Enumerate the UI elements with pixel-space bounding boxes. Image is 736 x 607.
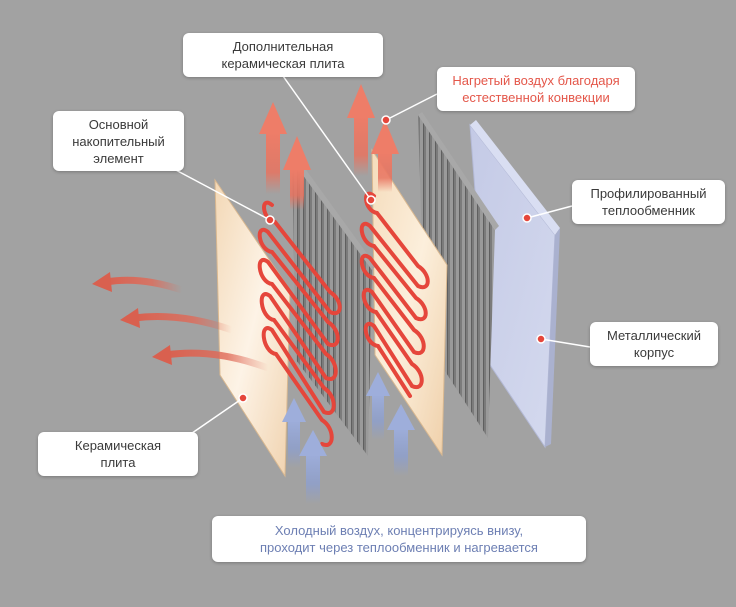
label-heat-exchanger: Профилированный теплообменник	[572, 180, 725, 224]
leader-dots	[238, 115, 546, 403]
additional-ceramic-plate	[371, 148, 448, 457]
cold-air-arrows	[282, 372, 415, 504]
side-arrow-1	[92, 272, 184, 294]
label-hot-air: Нагретый воздух благодаря естественной к…	[437, 67, 635, 111]
heating-coil-front	[257, 200, 342, 447]
label-line: Дополнительная	[232, 39, 334, 54]
label-line: Холодный воздух, концентрируясь внизу,	[274, 523, 524, 538]
cold-arrow-up-1	[282, 398, 306, 468]
label-cold-air: Холодный воздух, концентрируясь внизу, п…	[212, 516, 586, 562]
hot-arrow-up-2	[283, 136, 311, 210]
label-line: Основной	[88, 116, 149, 132]
heating-coil-back	[359, 191, 430, 398]
hot-air-arrows	[259, 84, 399, 210]
side-arrow-3	[152, 345, 270, 372]
label-line: Металлический	[607, 328, 701, 343]
hot-arrow-up-3	[347, 84, 375, 176]
hot-arrow-up-1	[259, 102, 287, 194]
label-line: керамическая плита	[221, 56, 345, 71]
label-line: накопительный	[72, 133, 165, 149]
front-ceramic-plate	[214, 178, 291, 478]
side-arrow-2	[120, 308, 234, 334]
label-line: проходит через теплообменник и нагревает…	[260, 540, 538, 555]
label-line: естественной конвекции	[462, 90, 610, 105]
label-line: Нагретый воздух благодаря	[452, 73, 620, 88]
cold-arrow-up-3	[366, 372, 390, 440]
label-additional-ceramic-plate: Дополнительная керамическая плита	[183, 33, 383, 77]
label-line: плита	[100, 455, 136, 470]
label-main-element: Основной накопительный элемент	[53, 111, 184, 171]
main-accumulating-element	[292, 156, 376, 456]
label-line: Керамическая	[74, 438, 162, 453]
label-ceramic-plate: Керамическая плита	[38, 432, 198, 476]
cold-arrow-up-2	[299, 430, 327, 504]
hot-arrow-up-4	[371, 120, 399, 192]
radiant-heat-arrows	[92, 272, 270, 372]
label-line: теплообменник	[602, 203, 695, 218]
label-line: элемент	[93, 150, 144, 166]
label-line: Профилированный	[590, 186, 707, 201]
label-line: корпус	[633, 345, 675, 360]
leader-lines	[171, 75, 591, 441]
cold-arrow-up-4	[387, 404, 415, 476]
label-metal-body: Металлический корпус	[590, 322, 718, 366]
